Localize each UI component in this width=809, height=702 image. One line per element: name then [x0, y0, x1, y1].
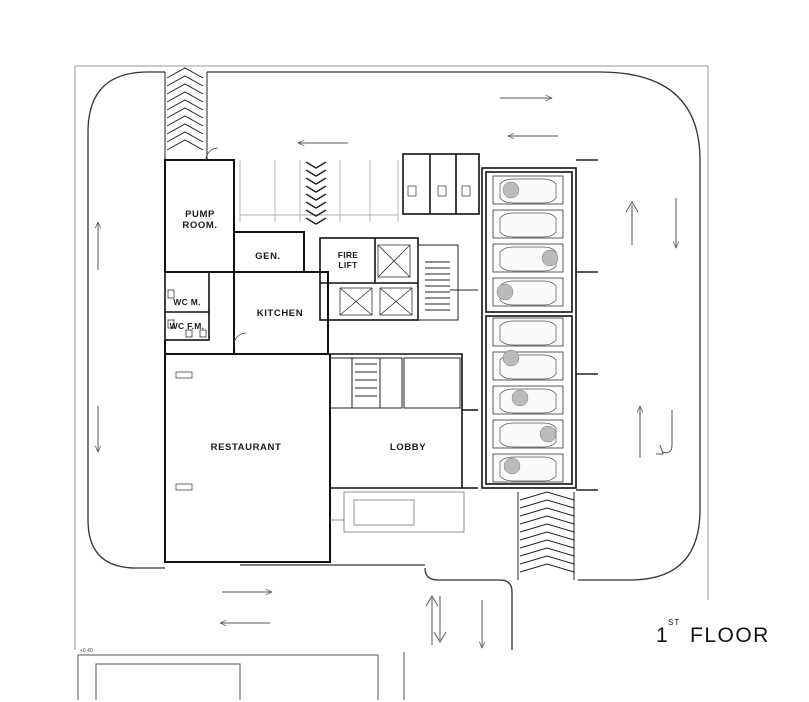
traffic-chevron-north — [305, 161, 327, 225]
level-mark: +0.40 — [80, 648, 93, 654]
service-fixtures — [407, 185, 471, 197]
stacker-ticks — [576, 159, 598, 491]
service-rooms-north — [402, 153, 480, 215]
entrance-canopy — [330, 491, 465, 533]
floor-number: 1 — [656, 624, 669, 647]
wc-fixtures — [167, 289, 207, 338]
fire-lift-label-1: FIRE — [338, 250, 359, 260]
pump-room-label-2: ROOM. — [182, 220, 217, 231]
wc-female-label: WC F.M. — [170, 321, 205, 331]
lift-shafts — [339, 244, 413, 316]
u-turn-arrows — [425, 201, 673, 645]
site-boundary — [74, 65, 709, 650]
fire-lift-label-2: LIFT — [338, 260, 358, 270]
landscape-shrubs — [496, 181, 559, 475]
restaurant — [164, 340, 331, 563]
stair-east — [417, 244, 478, 321]
traffic-arrows — [98, 98, 676, 648]
restaurant-columns — [175, 371, 193, 491]
wc-block — [164, 271, 210, 341]
car-stacker — [481, 167, 577, 489]
lobby — [328, 353, 478, 489]
generator-label: GEN. — [255, 251, 281, 262]
pump-room-door — [205, 147, 219, 161]
kitchen-label: KITCHEN — [257, 308, 303, 319]
restaurant-label: RESTAURANT — [211, 442, 282, 453]
ramp-north — [164, 67, 208, 160]
adjacent-structure — [77, 652, 405, 700]
car-icons — [499, 178, 557, 482]
floor-word: FLOOR — [690, 624, 770, 647]
lobby-stair — [329, 357, 461, 409]
wc-male-label: WC M. — [173, 297, 200, 307]
pump-room-label-1: PUMP — [185, 209, 215, 220]
driveway-outline — [87, 71, 701, 650]
kitchen-door — [233, 332, 247, 346]
lobby-label: LOBBY — [390, 442, 426, 453]
floor-number-suffix: ST — [668, 618, 680, 627]
ramp-south — [517, 491, 575, 580]
